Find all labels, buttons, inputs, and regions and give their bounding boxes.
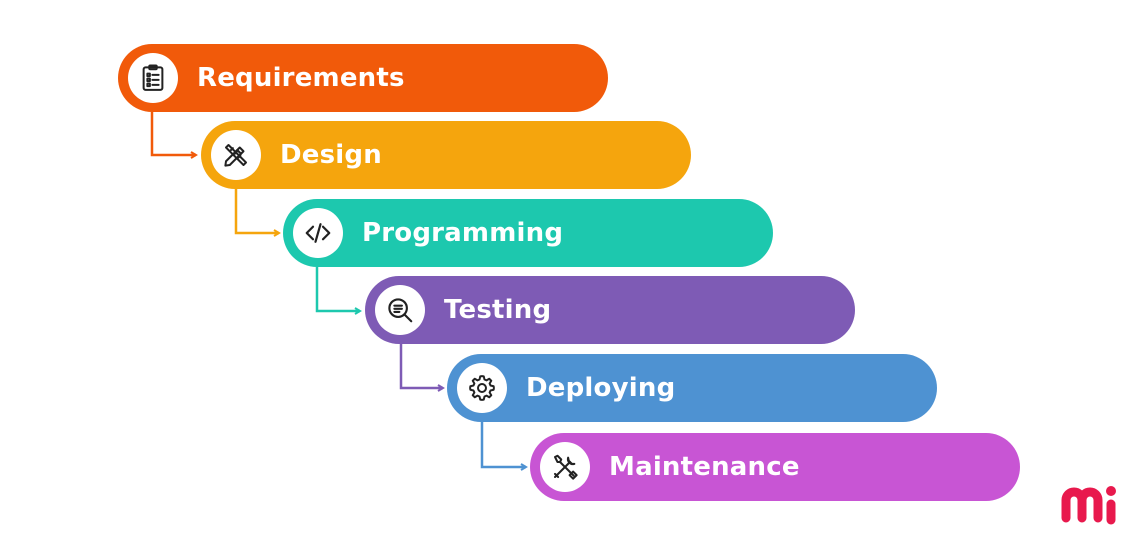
step-maintenance: Maintenance <box>530 433 1020 501</box>
step-label: Deploying <box>526 373 676 403</box>
step-icon-circle <box>211 130 261 180</box>
tools-icon <box>554 454 578 480</box>
connector-arrow-2 <box>234 189 281 237</box>
step-label: Design <box>280 140 382 170</box>
step-icon-circle <box>457 363 507 413</box>
brand-logo <box>1061 486 1116 525</box>
search-document-icon <box>388 298 413 323</box>
step-icon-circle <box>293 208 343 258</box>
step-label: Requirements <box>197 63 405 93</box>
pencil-ruler-icon <box>224 144 247 167</box>
clipboard-icon <box>142 64 164 91</box>
step-testing: Testing <box>365 276 855 344</box>
step-programming: Programming <box>283 199 773 267</box>
step-icon-circle <box>540 442 590 492</box>
step-requirements: Requirements <box>118 44 608 112</box>
step-label: Testing <box>444 295 552 325</box>
code-icon <box>305 223 331 243</box>
gear-icon <box>469 375 495 401</box>
step-design: Design <box>201 121 691 189</box>
step-label: Maintenance <box>609 452 800 482</box>
step-deploying: Deploying <box>447 354 937 422</box>
step-label: Programming <box>362 218 564 248</box>
step-icon-circle <box>128 53 178 103</box>
connector-arrow-3 <box>315 267 362 315</box>
connector-arrow-5 <box>480 421 528 471</box>
connector-arrow-4 <box>399 344 445 392</box>
step-icon-circle <box>375 285 425 335</box>
connector-arrow-1 <box>150 112 198 159</box>
